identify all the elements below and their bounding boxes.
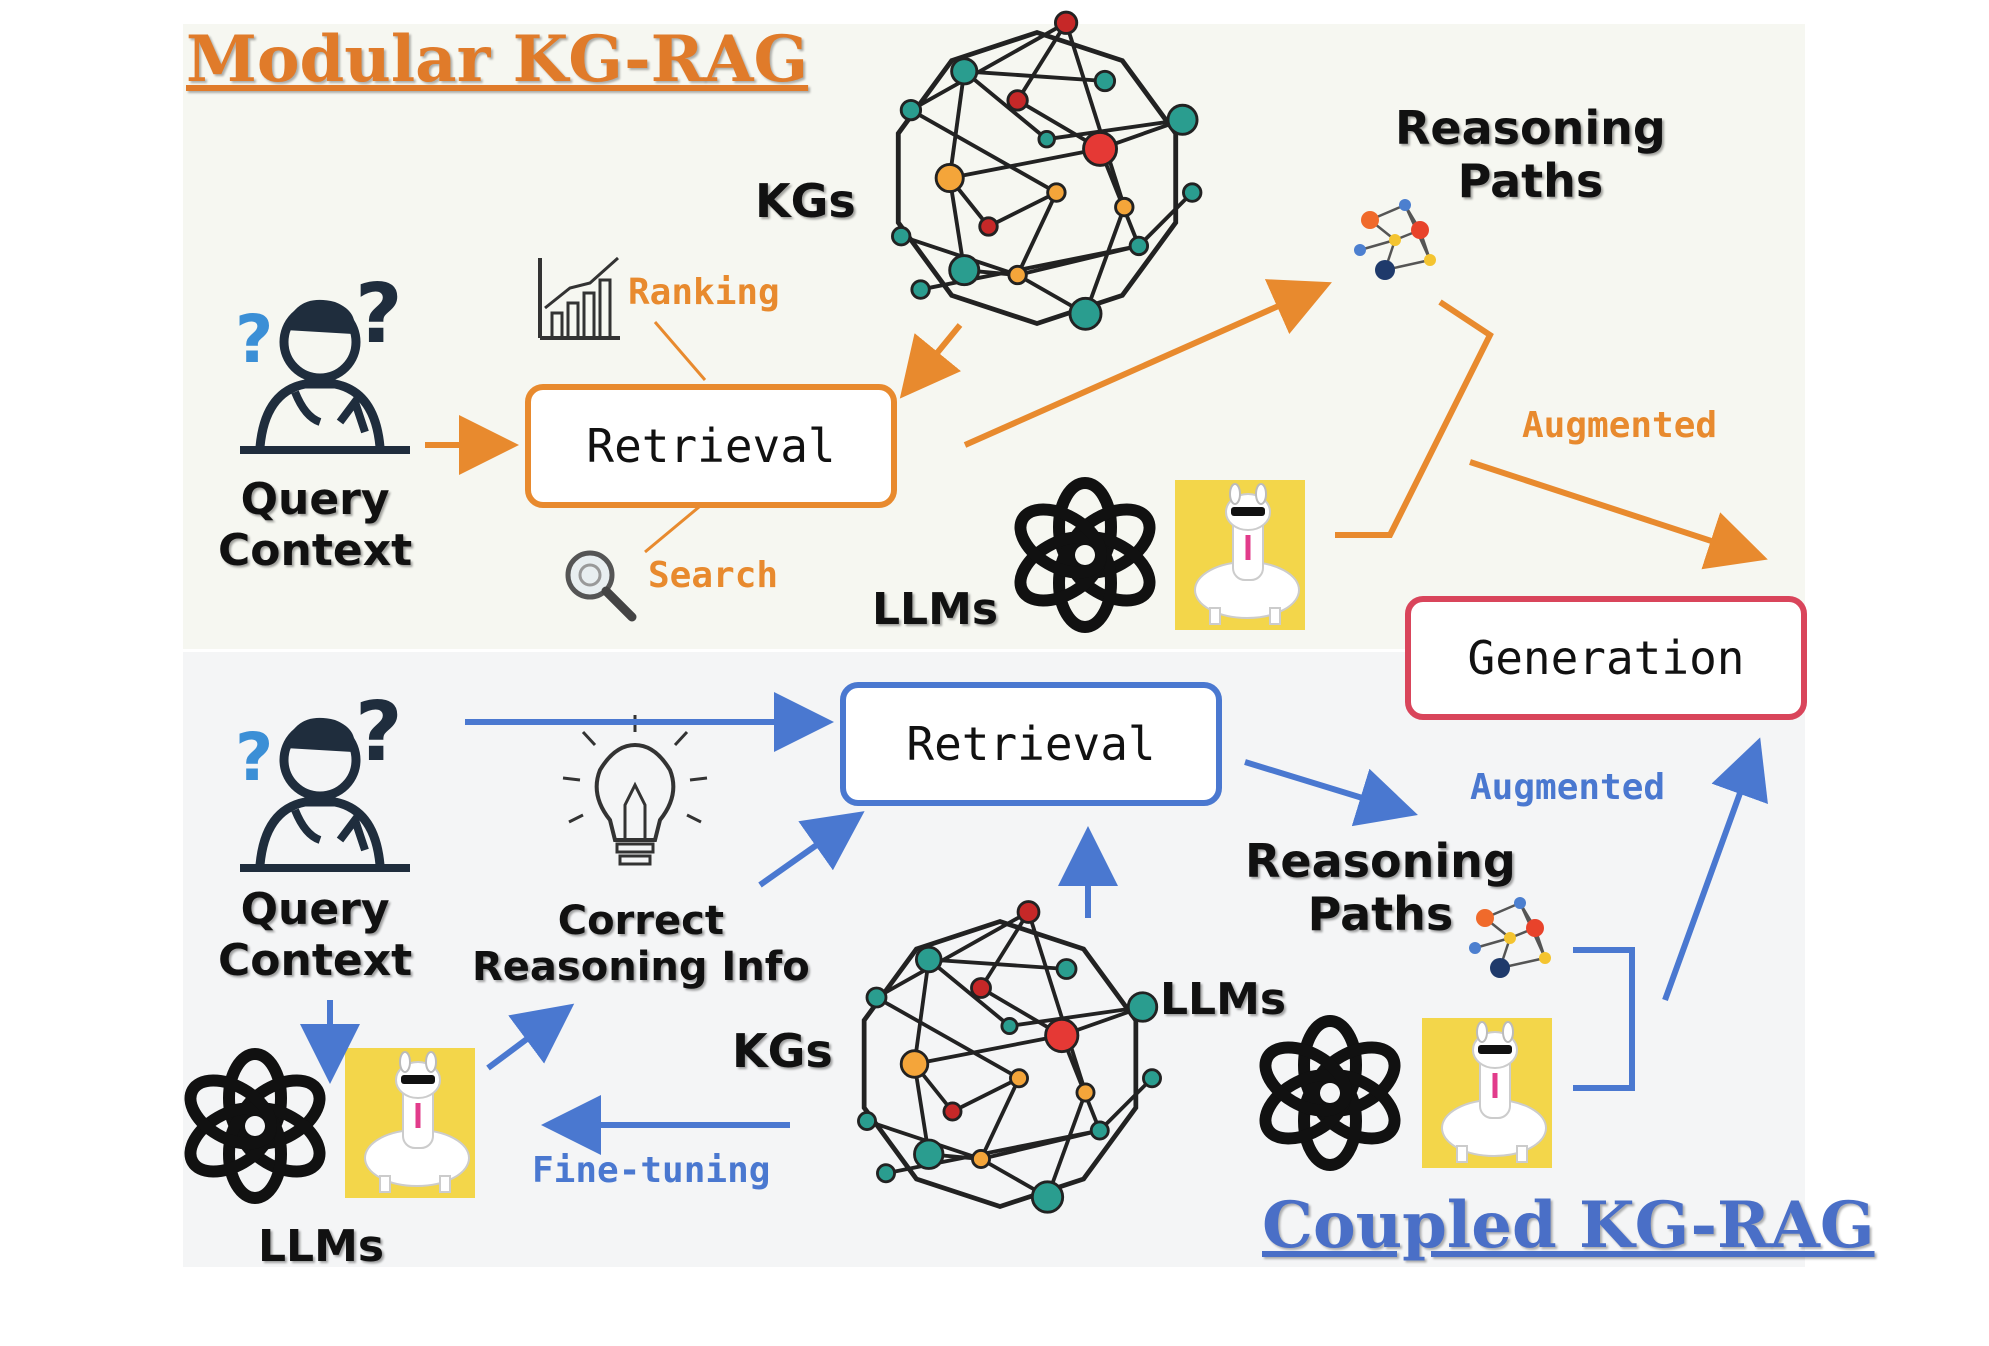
openai-logo-icon <box>180 1054 331 1198</box>
finetuning-label: Fine-tuning <box>532 1150 771 1191</box>
knowledge-graph-icon <box>858 902 1160 1213</box>
modular-augmented-label: Augmented <box>1522 405 1718 446</box>
modular-reasoning-paths-label: Reasoning Paths <box>1395 101 1666 208</box>
knowledge-graph-icon <box>892 12 1200 329</box>
coupled-query-context-label: Query Context <box>218 884 413 986</box>
search-label: Search <box>648 555 779 596</box>
coupled-llms-label-right: LLMs <box>1160 974 1287 1025</box>
coupled-retrieval-box: Retrieval <box>840 682 1222 806</box>
magnifier-icon <box>565 550 637 622</box>
lightbulb-icon <box>562 715 708 866</box>
llama-icon <box>1422 1018 1552 1168</box>
person-question-icon <box>235 685 410 868</box>
coupled-kgs-label: KGs <box>732 1024 833 1078</box>
llama-icon <box>1175 480 1305 630</box>
coupled-augmented-label: Augmented <box>1470 767 1666 808</box>
modular-llms-label: LLMs <box>872 584 999 635</box>
openai-logo-icon <box>1255 1021 1406 1165</box>
modular-retrieval-box: Retrieval <box>525 384 897 508</box>
coupled-title: Coupled KG-RAG <box>1262 1188 1875 1263</box>
modular-title: Modular KG-RAG <box>186 22 809 97</box>
correct-reasoning-info-label: Correct Reasoning Info <box>472 898 810 990</box>
generation-box: Generation <box>1405 596 1807 720</box>
modular-kgs-label: KGs <box>755 174 856 228</box>
llama-icon <box>345 1048 475 1198</box>
ranking-label: Ranking <box>628 272 780 313</box>
coupled-reasoning-paths-label: Reasoning Paths <box>1245 834 1516 941</box>
mini-graph-icon <box>1352 197 1438 282</box>
person-question-icon <box>235 267 410 450</box>
openai-logo-icon <box>1010 483 1161 627</box>
modular-panel <box>183 24 1805 649</box>
bar-chart-icon <box>538 256 620 340</box>
modular-query-context-label: Query Context <box>218 474 413 576</box>
coupled-llms-label-left: LLMs <box>258 1221 385 1272</box>
